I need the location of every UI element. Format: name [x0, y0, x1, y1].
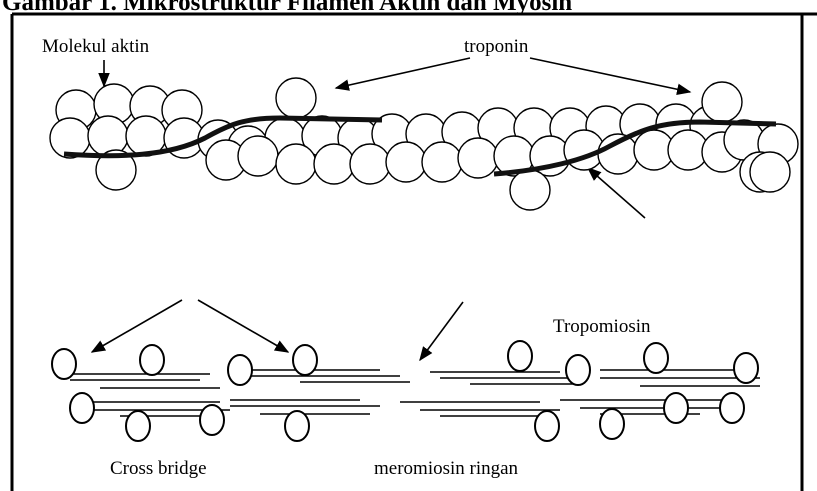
myosin-head — [285, 411, 309, 441]
actin-bead — [88, 116, 128, 156]
myosin-head — [600, 409, 624, 439]
myosin-head — [140, 345, 164, 375]
label-cross-bridge: Cross bridge — [110, 458, 207, 479]
myosin-head — [644, 343, 668, 373]
myosin-head — [508, 341, 532, 371]
label-molekul-aktin: Molekul aktin — [42, 36, 150, 57]
actin-bead — [702, 82, 742, 122]
arrow-tropomyosin-strand — [588, 168, 645, 218]
arrow-meromiosin — [420, 302, 463, 360]
actin-bead — [386, 142, 426, 182]
myosin-head — [52, 349, 76, 379]
arrow-cross-bridge-left — [92, 300, 182, 352]
myosin-head — [566, 355, 590, 385]
arrow-cross-bridge-right — [198, 300, 288, 352]
myosin-head — [734, 353, 758, 383]
actin-bead — [314, 144, 354, 184]
actin-bead — [276, 144, 316, 184]
actin-bead — [510, 170, 550, 210]
myosin-head — [228, 355, 252, 385]
myosin-head — [664, 393, 688, 423]
myosin-head — [126, 411, 150, 441]
actin-filament — [50, 78, 798, 210]
label-meromiosin-ringan: meromiosin ringan — [374, 458, 519, 479]
actin-bead — [276, 78, 316, 118]
arrow-troponin-left — [336, 58, 470, 88]
label-tropomiosin: Tropomiosin — [553, 316, 651, 337]
myosin-filament — [70, 370, 760, 416]
myosin-head — [720, 393, 744, 423]
actin-bead — [422, 142, 462, 182]
myosin-head — [293, 345, 317, 375]
actin-bead — [238, 136, 278, 176]
actin-bead — [458, 138, 498, 178]
arrow-troponin-right — [530, 58, 690, 92]
myosin-heads — [52, 341, 758, 441]
myosin-head — [200, 405, 224, 435]
label-troponin: troponin — [464, 36, 529, 57]
myosin-head — [70, 393, 94, 423]
myosin-head — [535, 411, 559, 441]
actin-bead — [750, 152, 790, 192]
actin-bead — [350, 144, 390, 184]
